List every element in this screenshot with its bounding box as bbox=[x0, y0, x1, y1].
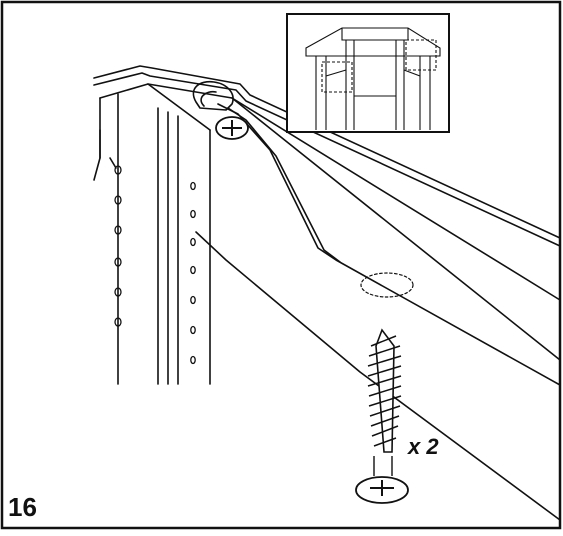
overview-inset bbox=[286, 13, 450, 133]
cabinet-drawing bbox=[93, 65, 561, 521]
pan-head-wood-screw-icon bbox=[355, 328, 409, 504]
quantity-label: x 2 bbox=[407, 434, 439, 459]
installed-screw-head-icon bbox=[215, 116, 249, 140]
step-number: 16 bbox=[8, 492, 37, 522]
post-mounting-holes bbox=[114, 165, 196, 365]
